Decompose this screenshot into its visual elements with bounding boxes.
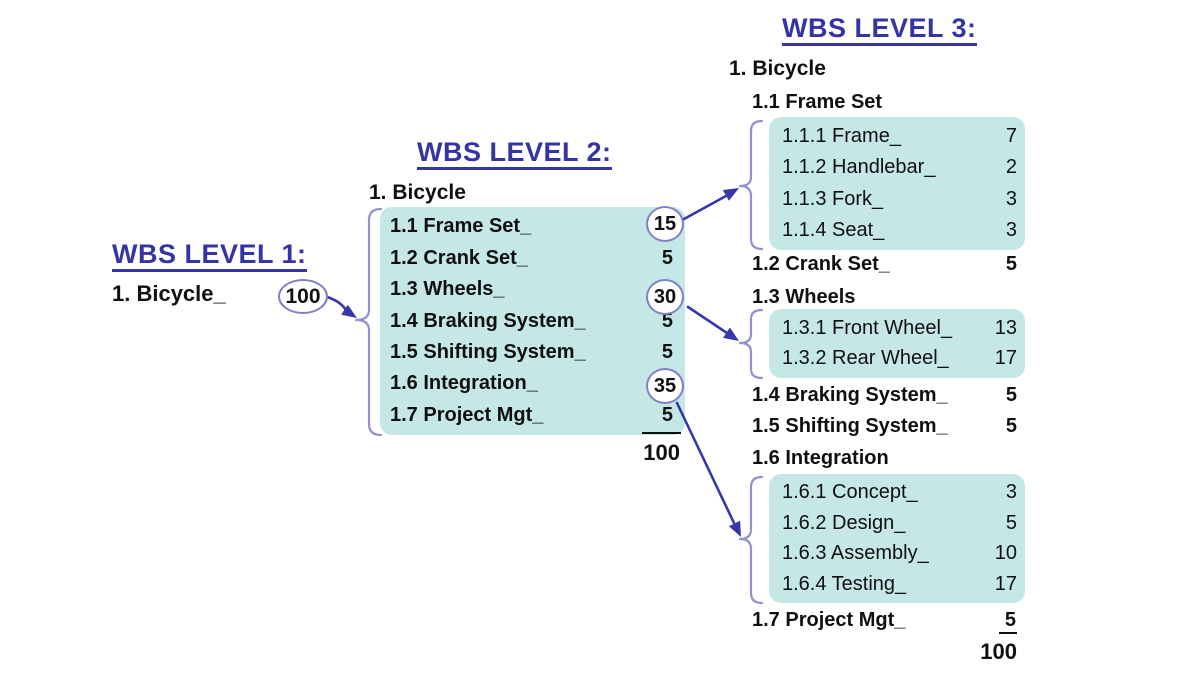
- level3-item-label: 1.1.1 Frame_: [782, 125, 901, 148]
- level2-row-frame-set: 1.1 Frame Set_: [380, 215, 685, 238]
- level3-wheels-box: 1.3.1 Front Wheel_ 13 1.3.2 Rear Wheel_ …: [769, 309, 1025, 378]
- level2-row-crank-set: 1.2 Crank Set_ 5: [380, 247, 685, 270]
- level3-item-value: 5: [1005, 511, 1017, 534]
- level1-root-label: 1. Bicycle_: [112, 281, 226, 306]
- level2-row-integration: 1.6 Integration_: [380, 372, 685, 395]
- curly-brace-integration: [738, 475, 764, 605]
- level3-frame-set-box: 1.1.1 Frame_ 7 1.1.2 Handlebar_ 2 1.1.3 …: [769, 117, 1025, 250]
- level3-item-value: 3: [1005, 187, 1017, 210]
- level1-total-circle: 100: [278, 279, 328, 314]
- level3-item-label: 1.6.3 Assembly_: [782, 542, 929, 565]
- level3-item-label: 1.6.2 Design_: [782, 511, 906, 534]
- level3-row-handlebar: 1.1.2 Handlebar_ 2: [769, 156, 1025, 179]
- level2-item-value: 5: [661, 403, 673, 426]
- level3-row-assembly: 1.6.3 Assembly_ 10: [769, 542, 1025, 565]
- level2-item-label: 1.1 Frame Set_: [390, 215, 532, 238]
- level3-item-label: 1.3.2 Rear Wheel_: [782, 347, 949, 370]
- level3-row-braking: 1.4 Braking System_ 5: [752, 384, 1017, 407]
- level3-item-value: 7: [1005, 125, 1017, 148]
- level3-item-label: 1.1.2 Handlebar_: [782, 156, 936, 179]
- level2-frame-set-circle: 15: [646, 206, 684, 242]
- level3-row-front-wheel: 1.3.1 Front Wheel_ 13: [769, 317, 1025, 340]
- level2-row-project-mgt: 1.7 Project Mgt_ 5: [380, 404, 685, 427]
- arrow-wheels-to-level3: [686, 305, 739, 341]
- level2-root-label: 1. Bicycle: [369, 181, 466, 204]
- level2-row-wheels: 1.3 Wheels_: [380, 278, 685, 301]
- level3-item-label: 1.7 Project Mgt_: [752, 609, 906, 631]
- level2-box: 1.1 Frame Set_ 1.2 Crank Set_ 5 1.3 Whee…: [380, 207, 685, 435]
- level3-row-rear-wheel: 1.3.2 Rear Wheel_ 17: [769, 347, 1025, 370]
- level3-row-fork: 1.1.3 Fork_ 3: [769, 188, 1025, 211]
- level2-item-label: 1.7 Project Mgt_: [390, 403, 544, 426]
- level2-item-label: 1.5 Shifting System_: [390, 340, 586, 363]
- level1-heading: WBS LEVEL 1:: [112, 241, 307, 272]
- arrow-integration-to-level3: [675, 401, 741, 537]
- level3-integration-heading: 1.6 Integration: [752, 447, 889, 469]
- level2-total: 100: [643, 440, 680, 465]
- level2-row-braking: 1.4 Braking System_ 5: [380, 310, 685, 333]
- level3-item-label: 1.6.4 Testing_: [782, 572, 907, 595]
- level3-item-label: 1.6.1 Concept_: [782, 481, 918, 504]
- level3-item-label: 1.2 Crank Set_: [752, 253, 890, 275]
- level3-row-seat: 1.1.4 Seat_ 3: [769, 219, 1025, 242]
- curly-brace-wheels: [738, 308, 764, 380]
- level3-item-label: 1.3.1 Front Wheel_: [782, 316, 953, 339]
- level2-wheels-circle: 30: [646, 279, 684, 315]
- level2-item-value: 5: [661, 340, 673, 363]
- level3-integration-box: 1.6.1 Concept_ 3 1.6.2 Design_ 5 1.6.3 A…: [769, 474, 1025, 603]
- level2-heading: WBS LEVEL 2:: [417, 139, 612, 170]
- level2-item-label: 1.3 Wheels_: [390, 278, 505, 301]
- level3-row-concept: 1.6.1 Concept_ 3: [769, 481, 1025, 504]
- level2-sum-line: [642, 432, 681, 434]
- level2-row-shifting: 1.5 Shifting System_ 5: [380, 341, 685, 364]
- level3-item-label: 1.1.4 Seat_: [782, 218, 885, 241]
- level3-item-value: 5: [998, 609, 1017, 634]
- arrow-frameset-to-level3: [682, 188, 739, 221]
- level3-item-value: 3: [1005, 218, 1017, 241]
- level2-item-label: 1.4 Braking System_: [390, 309, 586, 332]
- level3-row-frame: 1.1.1 Frame_ 7: [769, 125, 1025, 148]
- level3-row-project-mgt: 1.7 Project Mgt_ 5: [752, 609, 1017, 634]
- level3-item-value: 2: [1005, 156, 1017, 179]
- level3-item-value: 5: [1005, 384, 1017, 406]
- level2-item-label: 1.6 Integration_: [390, 372, 538, 395]
- level3-root-label: 1. Bicycle: [729, 57, 826, 80]
- level3-heading: WBS LEVEL 3:: [782, 15, 977, 46]
- level3-item-value: 10: [994, 542, 1017, 565]
- level3-item-value: 3: [1005, 481, 1017, 504]
- level3-item-label: 1.5 Shifting System_: [752, 415, 948, 437]
- level3-frame-set-heading: 1.1 Frame Set: [752, 91, 883, 113]
- level3-item-value: 5: [1005, 415, 1017, 437]
- level2-item-label: 1.2 Crank Set_: [390, 246, 528, 269]
- arrow-level1-to-level2: [325, 295, 357, 318]
- level3-item-value: 5: [1005, 253, 1017, 275]
- level3-row-crank-set: 1.2 Crank Set_ 5: [752, 253, 1017, 276]
- level3-item-value: 17: [994, 572, 1017, 595]
- level3-item-label: 1.1.3 Fork_: [782, 187, 884, 210]
- level3-item-value: 17: [994, 347, 1017, 370]
- curly-brace-frame-set: [738, 119, 764, 251]
- level3-total: 100: [980, 639, 1017, 664]
- level3-row-design: 1.6.2 Design_ 5: [769, 512, 1025, 535]
- level2-integration-circle: 35: [646, 368, 684, 404]
- level3-wheels-heading: 1.3 Wheels: [752, 286, 856, 308]
- level3-row-testing: 1.6.4 Testing_ 17: [769, 573, 1025, 596]
- level3-item-label: 1.4 Braking System_: [752, 384, 948, 406]
- level2-item-value: 5: [661, 246, 673, 269]
- level2-item-value: 5: [661, 309, 673, 332]
- curly-brace-level2: [354, 207, 383, 437]
- level3-row-shifting: 1.5 Shifting System_ 5: [752, 415, 1017, 438]
- level3-item-value: 13: [994, 316, 1017, 339]
